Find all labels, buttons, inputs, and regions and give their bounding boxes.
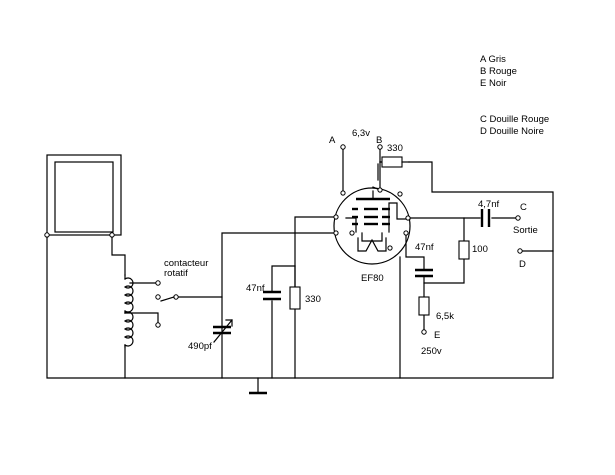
tube-label: EF80 [361,273,384,284]
switch-label: rotatif [164,268,188,279]
coil-stack [123,274,159,348]
legend-line: C Douille Rouge [480,114,549,125]
term-b-label: B [376,135,382,146]
term-e-label: E [434,330,440,341]
wiring [46,146,554,395]
term-c-label: C [520,202,527,213]
term-a-label: A [329,135,336,146]
r330-top-label: 330 [387,143,403,154]
c47-right-label: 47nf [415,242,434,253]
sortie-label: Sortie [513,225,538,236]
legend-line: B Rouge [480,66,517,77]
c-out-label: 4,7nf [478,199,499,210]
top-resistor: 330 [379,143,410,168]
terminals: A 6,3v B C Sortie D E 250v [329,128,538,357]
r6k5-label: 6,5k [436,311,454,322]
r330-cathode-label: 330 [305,294,321,305]
term-d-label: D [519,259,526,270]
variable-capacitor: 490pf [188,319,233,352]
resistor-6k5: 6,5k [418,296,454,322]
heater-v-label: 6,3v [352,128,370,139]
cvar-label: 490pf [188,341,212,352]
hv-label: 250v [421,346,442,357]
legend-line: A Gris [480,54,506,65]
c47-left-label: 47nf [246,283,265,294]
r100-label: 100 [472,244,488,255]
cathode-capacitor: 47nf [246,283,281,301]
legend: A Gris B Rouge E Noir C Douille Rouge D … [480,54,549,137]
output-capacitor: 4,7nf [478,199,499,227]
tube-ef80: EF80 [333,186,411,284]
cathode-resistor: 330 [289,265,321,310]
switch-label: contacteur [164,258,208,269]
frame-antenna [44,154,122,238]
resistor-100: 100 [458,240,488,260]
legend-line: D Douille Noire [480,126,544,137]
screen-capacitor: 47nf [415,242,434,278]
legend-line: E Noir [480,78,506,89]
rotary-switch: contacteur rotatif [155,258,208,328]
